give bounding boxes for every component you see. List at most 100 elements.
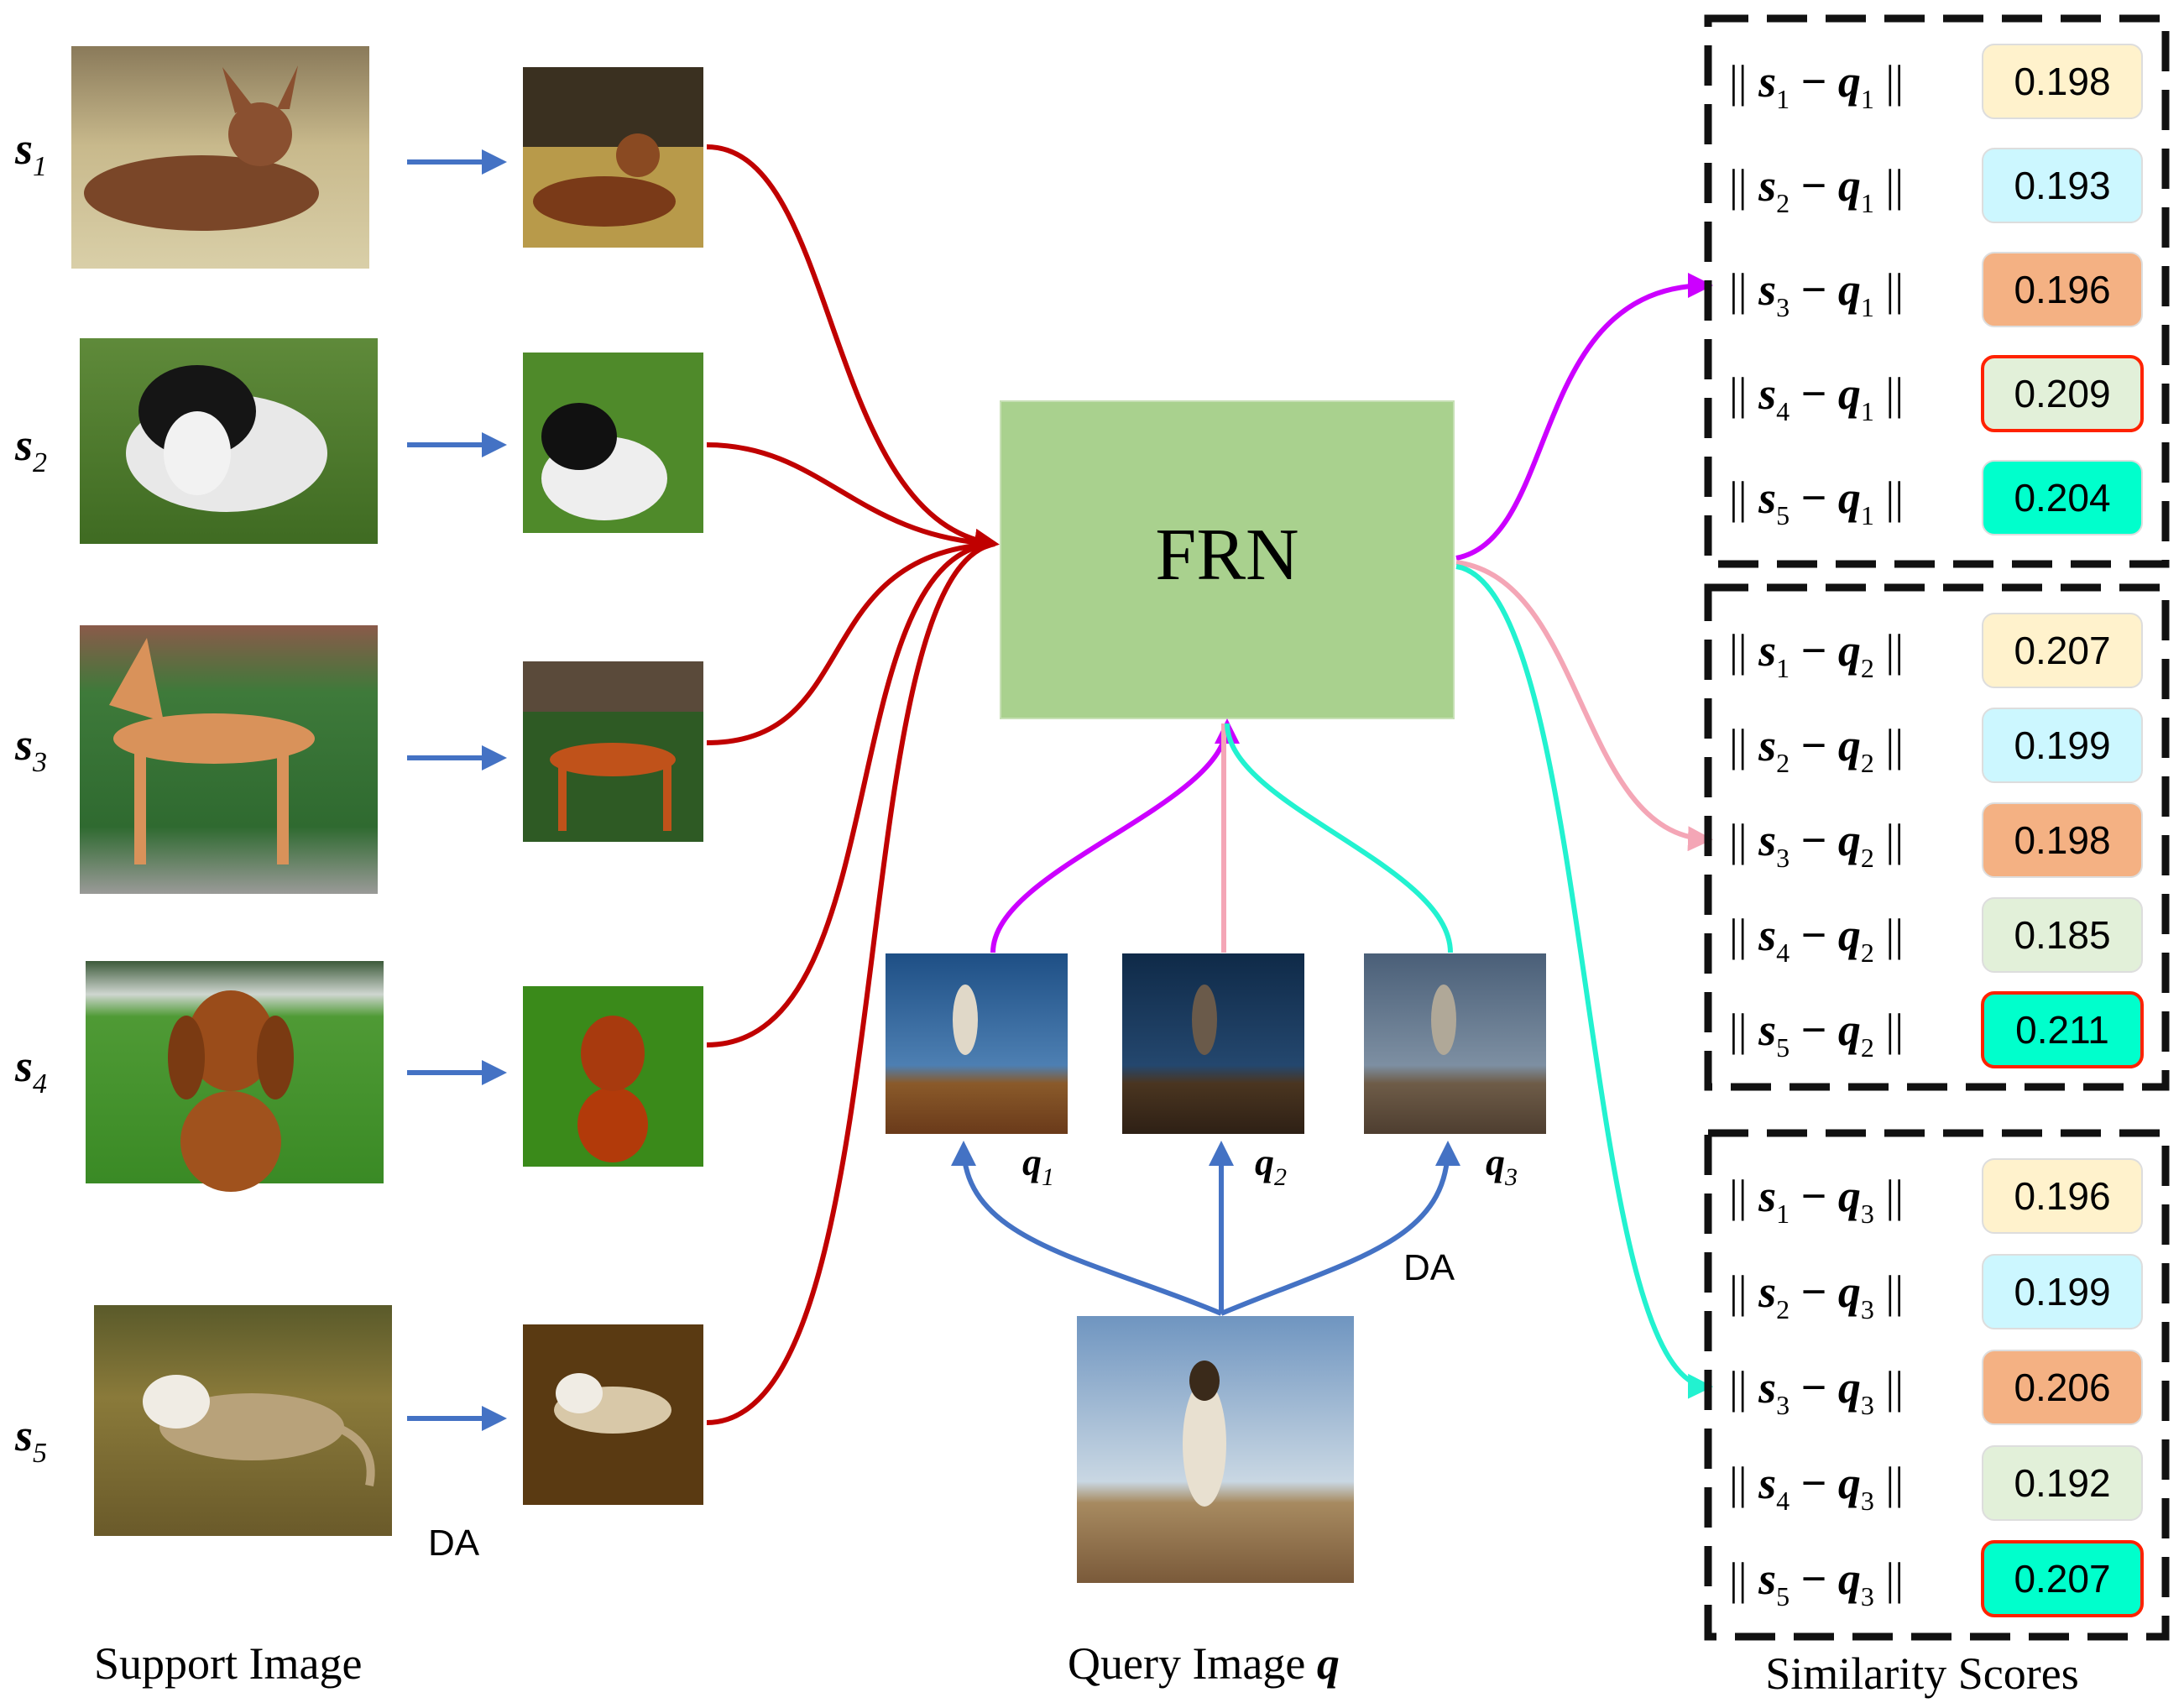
query-arrow-q3 — [1225, 723, 1453, 953]
support-arrow-s2 — [706, 442, 995, 546]
score-value: 0.207 — [2014, 1557, 2110, 1601]
query-caption: Query Image q — [1068, 1638, 1340, 1689]
score-value-box — [1982, 897, 2143, 973]
support-arrow-s4 — [706, 541, 995, 1047]
query-da-arrow-q1 — [951, 1141, 1223, 1316]
score-group-q3: || s1 − q3 ||0.196|| s2 − q3 ||0.199|| s… — [1704, 1129, 2170, 1641]
similarity-score-groups: || s1 − q1 || 0.198 || s2 − q1 || 0.193 || s… — [1704, 14, 2170, 1641]
frn-label: FRN — [1155, 514, 1298, 596]
score-value-box — [1981, 355, 2144, 432]
support-photo-s3 — [80, 625, 378, 894]
support-arrow-s3 — [706, 541, 995, 745]
score-value-box — [1982, 802, 2143, 878]
svg-text:s4: s4 — [14, 1041, 47, 1099]
score-expression: || s5 − q1 || — [1729, 473, 1904, 530]
augmented-photo-s1 — [523, 67, 703, 248]
support-da-label: DA — [428, 1523, 480, 1564]
query-view-label-q3: q3 — [1486, 1141, 1518, 1191]
query-da-arrow-q3 — [1220, 1141, 1460, 1316]
support-label-s2: s2 — [14, 420, 47, 478]
query-da-label: DA — [1403, 1247, 1455, 1288]
score-value: 0.199 — [2014, 1270, 2110, 1314]
augmented-photo-s2 — [523, 353, 703, 533]
svg-text:s5: s5 — [14, 1410, 47, 1469]
score-group-frame — [1704, 1129, 2170, 1641]
score-expression: || s1 − q1 || — [1729, 56, 1904, 114]
score-value: 0.209 — [2014, 372, 2110, 415]
augmented-photo-s5 — [523, 1324, 703, 1505]
svg-text:s1: s1 — [14, 123, 47, 182]
score-expression: || s3 − q2 || — [1729, 815, 1904, 873]
score-value-box — [1982, 1350, 2143, 1425]
score-value-box — [1981, 1540, 2144, 1617]
score-arrow-q2 — [1455, 560, 1713, 852]
score-expression: || s3 − q3 || — [1729, 1362, 1904, 1420]
score-value: 0.196 — [2014, 1174, 2110, 1218]
score-group-q2: || s1 − q2 || 0.207 || s2 − q2 || 0.199 || s… — [1704, 583, 2170, 1091]
query-photo — [1077, 1316, 1354, 1583]
support-label-s4: s4 — [14, 1041, 47, 1099]
svg-text:s2: s2 — [14, 420, 47, 478]
score-group-frame — [1704, 583, 2170, 1091]
support-column: s1 s2 s3 s4 s5 — [14, 46, 703, 1689]
score-expression: || s3 − q1 || — [1729, 264, 1904, 322]
score-expression: || s4 − q1 || — [1729, 368, 1904, 426]
score-expression: || s4 − q3 || — [1729, 1458, 1904, 1516]
score-value: 0.211 — [2015, 1008, 2109, 1052]
score-expression: || s5 − q2 || — [1729, 1005, 1904, 1063]
frn-model-box: FRN — [1000, 400, 1455, 719]
score-value-box — [1982, 1254, 2143, 1329]
score-value-box — [1982, 460, 2143, 535]
score-expression: || s1 − q2 || — [1729, 625, 1904, 683]
score-expression: || s5 − q3 || — [1729, 1554, 1904, 1611]
support-photo-s4 — [86, 961, 384, 1192]
score-value-box — [1982, 252, 2143, 327]
query-to-frn-arrows — [990, 718, 1453, 953]
score-value: 0.196 — [2014, 268, 2110, 311]
query-view-photo-q3 — [1364, 953, 1546, 1134]
score-value-box — [1982, 613, 2143, 688]
score-arrow-q3 — [1455, 564, 1713, 1399]
query-view-label-q1: q1 — [1022, 1141, 1054, 1191]
svg-text:s3: s3 — [14, 719, 47, 778]
support-photo-s1 — [71, 46, 369, 269]
score-value: 0.204 — [2014, 476, 2110, 520]
query-arrow-q1 — [990, 718, 1240, 953]
score-value-box — [1982, 1445, 2143, 1521]
support-label-s5: s5 — [14, 1410, 47, 1469]
score-value: 0.199 — [2014, 723, 2110, 767]
support-photo-s5 — [94, 1305, 392, 1536]
score-value: 0.206 — [2014, 1366, 2110, 1409]
query-section: q1 q2 q3 DA Query Image q — [886, 953, 1546, 1689]
support-to-frn-arrows — [706, 144, 1000, 1425]
augmented-photo-s3 — [523, 661, 703, 842]
score-value-box — [1982, 148, 2143, 223]
augmented-photo-s4 — [523, 986, 703, 1167]
score-value-box — [1982, 1158, 2143, 1234]
score-value: 0.185 — [2014, 913, 2110, 957]
score-value: 0.207 — [2014, 629, 2110, 672]
query-view-photo-q2 — [1122, 953, 1304, 1134]
frn-to-scores-arrows — [1455, 273, 1713, 1399]
score-value: 0.192 — [2014, 1461, 2110, 1505]
score-expression: || s2 − q2 || — [1729, 720, 1904, 778]
scores-caption: Similarity Scores — [1765, 1648, 2078, 1699]
score-group-frame — [1704, 14, 2170, 568]
score-arrow-q1 — [1455, 273, 1713, 561]
score-value-box — [1982, 44, 2143, 119]
score-value: 0.198 — [2014, 818, 2110, 862]
support-label-s1: s1 — [14, 123, 47, 182]
support-arrow-s1 — [706, 144, 1000, 554]
score-value-box — [1982, 708, 2143, 783]
support-caption: Support Image — [94, 1638, 362, 1689]
query-view-label-q2: q2 — [1255, 1141, 1287, 1191]
score-value: 0.193 — [2014, 164, 2110, 207]
support-label-s3: s3 — [14, 719, 47, 778]
support-arrow-s5 — [706, 541, 995, 1425]
score-expression: || s2 − q3 || — [1729, 1267, 1904, 1324]
score-value: 0.198 — [2014, 60, 2110, 103]
score-expression: || s4 − q2 || — [1729, 910, 1904, 968]
query-view-photo-q1 — [886, 953, 1068, 1134]
score-expression: || s2 − q1 || — [1729, 160, 1904, 218]
